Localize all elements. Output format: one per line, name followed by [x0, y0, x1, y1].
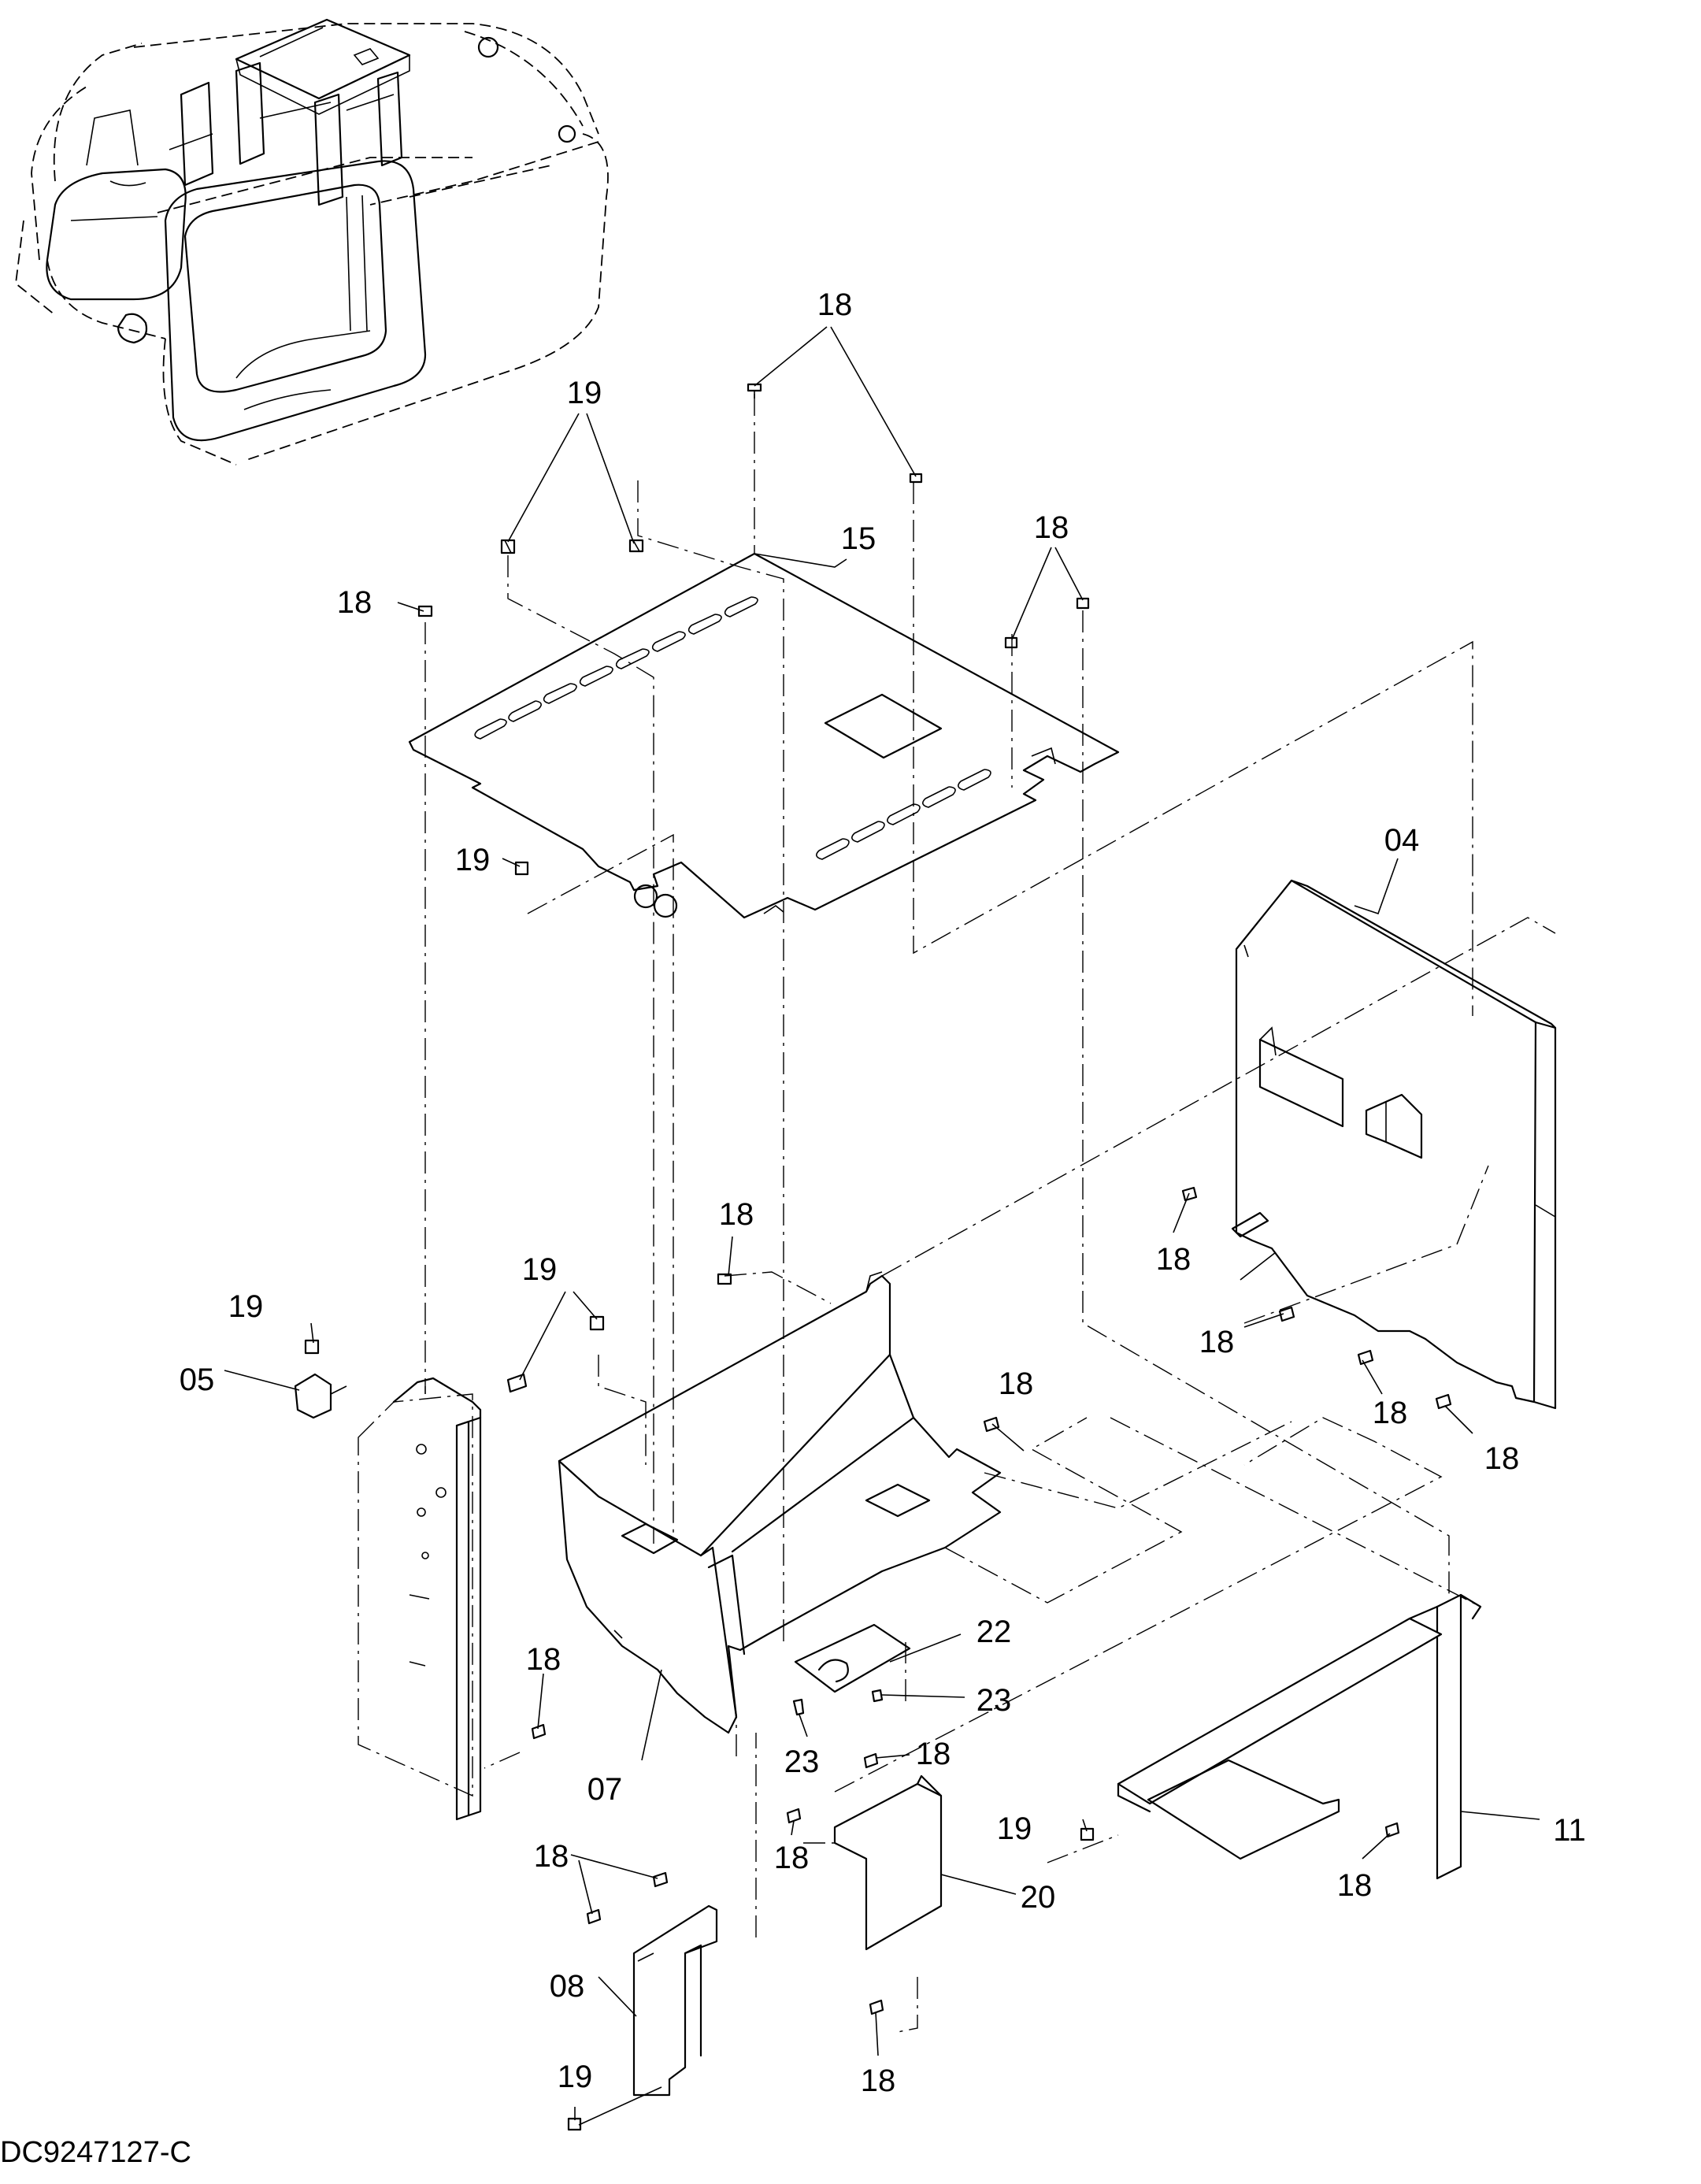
callout-18: 18: [1156, 1242, 1191, 1277]
cab-overview-inset: [15, 18, 609, 465]
bolt-18-icon: [717, 1273, 732, 1285]
nut-19-icon: [589, 1315, 605, 1331]
callout-08: 08: [550, 1969, 585, 2004]
bolt-18-icon: [863, 1752, 879, 1769]
nut-19-icon: [1080, 1827, 1095, 1841]
callout-22: 22: [976, 1615, 1012, 1649]
bolt-18-icon: [1278, 1306, 1295, 1322]
top-plate-hole: [633, 884, 658, 909]
callout-18: 18: [1373, 1396, 1408, 1430]
callout-05: 05: [180, 1363, 215, 1397]
part-23-screws: [792, 1689, 884, 1716]
callout-19: 19: [228, 1289, 264, 1324]
part-04-right-side-panel: [1231, 879, 1557, 1410]
callout-23: 23: [976, 1683, 1012, 1718]
nut-19-icon: [628, 539, 644, 553]
callout-07: 07: [587, 1772, 623, 1807]
callout-18: 18: [337, 585, 372, 620]
callout-18: 18: [1034, 510, 1069, 545]
nut-19-icon: [514, 861, 529, 876]
vent-slots-lower: [816, 769, 991, 860]
bolt-18-icon: [531, 1723, 547, 1740]
callout-19: 19: [567, 376, 602, 410]
callout-18: 18: [999, 1366, 1034, 1401]
bolt-18-icon: [786, 1808, 802, 1824]
callout-11: 11: [1553, 1813, 1586, 1848]
bolt-18-icon: [1076, 597, 1090, 610]
callout-18: 18: [861, 2063, 896, 2098]
callout-18: 18: [1484, 1441, 1520, 1476]
bolt-18-icon: [1004, 636, 1018, 649]
part-20-bracket: [833, 1774, 943, 1951]
bolt-18-icon: [417, 605, 433, 617]
part-05-clip: [294, 1373, 332, 1419]
callout-20: 20: [1021, 1880, 1056, 1915]
callout-19: 19: [997, 1811, 1032, 1846]
callout-18: 18: [1337, 1868, 1373, 1903]
bolt-18-icon: [1384, 1822, 1400, 1838]
callout-18: 18: [526, 1642, 561, 1677]
callout-18: 18: [534, 1839, 569, 1874]
leader-lines: [224, 326, 1540, 2126]
bolt-18-icon: [909, 473, 923, 484]
callout-18: 18: [916, 1737, 951, 1771]
upright-flange: [455, 1416, 482, 1821]
vent-slots-upper: [474, 596, 758, 740]
fasteners: [304, 383, 1452, 2131]
bolt-18-icon: [586, 1908, 602, 1925]
panel-04-bracket: [1258, 1038, 1344, 1128]
callout-19: 19: [522, 1252, 558, 1287]
nut-19-icon: [304, 1339, 320, 1355]
drawing-code: DC9247127-C: [0, 2136, 191, 2169]
bolt-18-icon: [1435, 1393, 1452, 1410]
callout-19: 19: [455, 843, 491, 877]
callout-labels: 18 19 15 18 18 19 04 18 18 18 18 18 19 0…: [180, 287, 1586, 2098]
callout-04: 04: [1384, 823, 1420, 858]
callout-18: 18: [774, 1841, 810, 1875]
top-plate-cutout: [824, 693, 943, 759]
bolt-18-icon: [1181, 1186, 1198, 1202]
bolt-18-icon: [652, 1871, 669, 1888]
panel-04-clip: [1365, 1093, 1423, 1159]
bolt-18-icon: [1357, 1349, 1374, 1366]
callout-18: 18: [719, 1197, 754, 1232]
callout-19: 19: [558, 2060, 593, 2094]
part-05-left-upright: [294, 1373, 482, 1821]
part-07-console-box: [558, 1271, 1002, 1734]
bolt-18-icon: [983, 1416, 1000, 1433]
part-11-rear-frame: [1117, 1593, 1482, 1880]
top-plate-hole: [653, 893, 678, 918]
box-07-tab: [621, 1522, 679, 1555]
part-22-cover-plate: [794, 1623, 911, 1693]
callout-23: 23: [784, 1745, 820, 1779]
part-08-small-bracket: [632, 1904, 718, 2097]
callout-15: 15: [841, 521, 876, 556]
callout-18: 18: [817, 287, 853, 322]
bolt-18-icon: [747, 383, 762, 399]
nut-19-icon: [500, 539, 516, 554]
bolt-18-icon: [506, 1373, 528, 1393]
bolt-18-icon: [869, 1999, 884, 2015]
nut-19-icon: [567, 2117, 582, 2131]
box-07-opening: [865, 1483, 931, 1518]
callout-18: 18: [1199, 1325, 1235, 1359]
assembly-centerlines: [424, 394, 1556, 2033]
